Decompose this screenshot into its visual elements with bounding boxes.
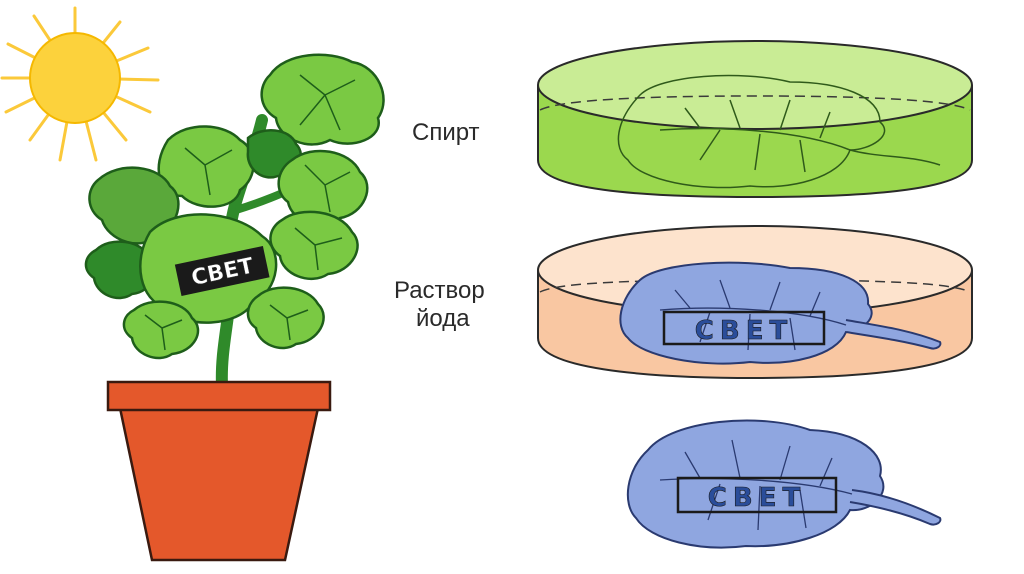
plant-leaf	[124, 302, 198, 358]
flower-pot	[108, 382, 330, 560]
iodine-label-line1: Раствор	[394, 277, 485, 304]
stamp-text-iodine: СВЕТ	[695, 316, 793, 346]
alcohol-label: Спирт	[412, 119, 480, 146]
iodine-label-line2: йода	[416, 305, 470, 332]
final-stained-leaf: СВЕТ	[628, 420, 941, 547]
plant-leaf	[270, 212, 357, 279]
iodine-petri-dish: СВЕТ	[538, 226, 972, 378]
stamp-text-final: СВЕТ	[708, 483, 806, 513]
sun-icon	[2, 8, 158, 160]
alcohol-petri-dish	[538, 41, 972, 197]
